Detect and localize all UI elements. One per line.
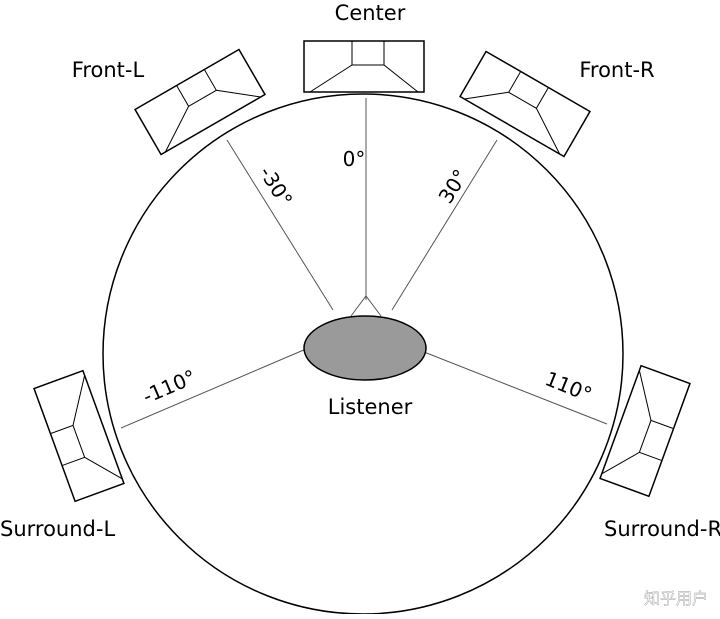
label-surround-l: Surround-L: [0, 517, 115, 541]
listener-nose: [350, 295, 382, 317]
ray-surround-l: [120, 348, 307, 429]
angle-surround-l: -110°: [139, 365, 199, 409]
speaker-front-l: [134, 48, 266, 156]
ray-front-l: [226, 139, 334, 311]
label-center: Center: [335, 1, 406, 25]
angle-rays: [120, 98, 608, 429]
angle-front-l: -30°: [254, 162, 297, 211]
label-listener: Listener: [328, 395, 413, 419]
label-front-l: Front-L: [72, 58, 145, 82]
speaker-front-r: [459, 50, 591, 158]
label-surround-r: Surround-R: [604, 517, 720, 541]
angle-front-r: 30°: [433, 165, 472, 208]
speaker-surround-l: [33, 369, 125, 503]
angle-surround-r: 110°: [542, 366, 596, 406]
ray-surround-r: [423, 351, 608, 425]
label-front-r: Front-R: [579, 58, 654, 82]
speaker-center: [303, 40, 425, 93]
angle-center: 0°: [343, 147, 366, 171]
listener-head: [303, 315, 427, 381]
ray-front-r: [391, 139, 498, 311]
speaker-surround-r: [599, 364, 691, 498]
watermark-text: 知乎用户: [644, 589, 708, 608]
